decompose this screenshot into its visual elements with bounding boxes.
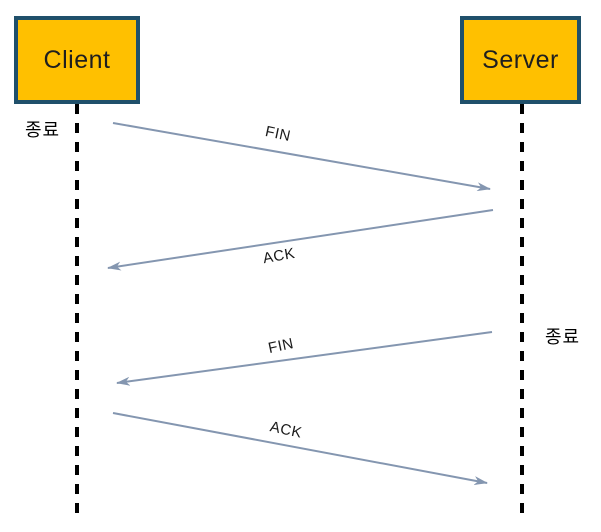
arrow-fin-client-to-server	[112, 122, 491, 192]
client-actor-label: Client	[43, 45, 111, 74]
client-termination-label: 종료	[25, 120, 61, 140]
server-termination-label: 종료	[545, 327, 581, 347]
server-actor-label: Server	[482, 45, 559, 74]
server-lifeline	[520, 104, 524, 514]
arrow-ack-server-to-client	[107, 209, 494, 271]
server-actor-box: Server	[460, 16, 581, 104]
arrow-fin-server-to-client	[116, 331, 493, 386]
arrow-ack-client-to-server	[112, 412, 488, 486]
client-lifeline	[75, 104, 79, 514]
client-actor-box: Client	[14, 16, 140, 104]
